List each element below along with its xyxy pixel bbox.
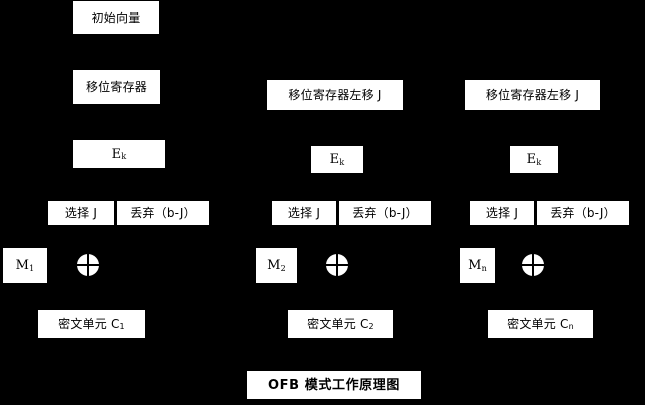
encrypt-subscript-col-n: k bbox=[536, 157, 542, 167]
encrypt-label-col-1: E bbox=[111, 146, 122, 162]
xor-icon-col-1 bbox=[77, 254, 99, 276]
message-label-col-1: M bbox=[15, 258, 30, 273]
select-box-col-1: 选择 J bbox=[48, 201, 114, 225]
select-box-col-n: 选择 J bbox=[470, 201, 534, 225]
discard-box-col-2: 丢弃（b-J） bbox=[339, 201, 431, 225]
shift-register-box-col-2: 移位寄存器左移 J bbox=[267, 80, 403, 110]
select-box-col-2: 选择 J bbox=[272, 201, 336, 225]
shift-register-label-col-2: 移位寄存器左移 J bbox=[288, 88, 382, 102]
diagram-title: OFB 模式工作原理图 bbox=[268, 377, 400, 393]
message-label-col-2: M bbox=[267, 258, 281, 273]
message-label-col-n: M bbox=[468, 258, 482, 273]
xor-icon-col-2 bbox=[326, 254, 348, 276]
discard-label-col-n: 丢弃（b-J） bbox=[550, 206, 616, 220]
encrypt-subscript-col-2: k bbox=[339, 157, 345, 167]
ciphertext-subscript-col-1: 1 bbox=[119, 322, 125, 331]
discard-box-col-1: 丢弃（b-J） bbox=[117, 201, 209, 225]
select-label-col-2: 选择 J bbox=[287, 206, 321, 220]
ciphertext-label-col-n: 密文单元 C bbox=[507, 317, 569, 331]
message-subscript-col-1: 1 bbox=[29, 263, 35, 273]
ciphertext-label-col-2: 密文单元 C bbox=[307, 317, 369, 331]
select-label-col-1: 选择 J bbox=[64, 206, 98, 220]
encrypt-label-col-n: E bbox=[526, 152, 537, 167]
encrypt-subscript-col-1: k bbox=[121, 152, 127, 161]
xor-vertical-bar-col-n bbox=[532, 254, 534, 276]
diagram-title-box: OFB 模式工作原理图 bbox=[247, 371, 421, 399]
xor-icon-col-n bbox=[522, 254, 544, 276]
xor-vertical-bar-col-2 bbox=[336, 254, 338, 276]
initial-vector-box: 初始向量 bbox=[73, 1, 159, 34]
select-label-col-n: 选择 J bbox=[485, 206, 519, 220]
xor-vertical-bar-col-1 bbox=[87, 254, 89, 276]
shift-register-label-col-n: 移位寄存器左移 J bbox=[485, 88, 580, 102]
shift-register-label-col-1: 移位寄存器 bbox=[85, 80, 147, 94]
ciphertext-subscript-col-2: 2 bbox=[368, 322, 374, 331]
discard-box-col-n: 丢弃（b-J） bbox=[537, 201, 629, 225]
shift-register-box-col-1: 移位寄存器 bbox=[73, 70, 160, 104]
discard-label-col-1: 丢弃（b-J） bbox=[130, 206, 196, 220]
ciphertext-label-col-1: 密文单元 C bbox=[58, 317, 120, 331]
initial-vector-label: 初始向量 bbox=[91, 10, 141, 25]
encrypt-label-col-2: E bbox=[329, 152, 340, 167]
message-subscript-col-n: n bbox=[481, 263, 487, 273]
ciphertext-subscript-col-n: n bbox=[568, 322, 574, 331]
shift-register-box-col-n: 移位寄存器左移 J bbox=[465, 80, 600, 110]
message-subscript-col-2: 2 bbox=[280, 263, 286, 273]
discard-label-col-2: 丢弃（b-J） bbox=[352, 206, 418, 220]
